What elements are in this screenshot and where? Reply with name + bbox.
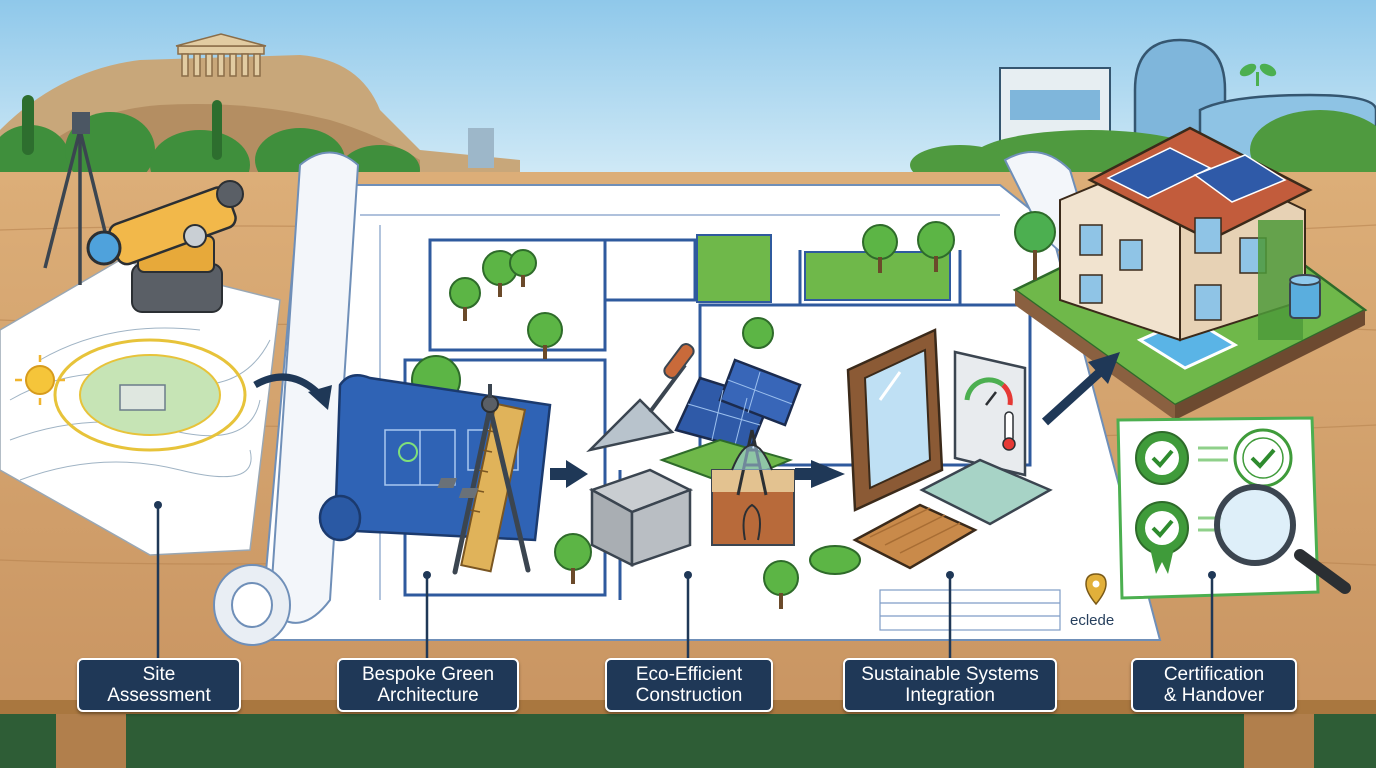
- site-survey-map: [0, 259, 281, 556]
- step-label-line1: Eco-Efficient: [635, 664, 743, 685]
- magnifier-icon: [1214, 484, 1351, 594]
- concrete-block-icon: [437, 468, 694, 568]
- sprout-icon: [1239, 63, 1277, 86]
- blueprint-trees: [411, 221, 955, 609]
- step-label-site-assessment: Site Assessment: [77, 658, 241, 712]
- step-label-certification-handover: Certification & Handover: [1131, 658, 1297, 712]
- step-label-line1: Certification: [1163, 664, 1265, 685]
- certificate-magnifier-icon: [1116, 416, 1351, 600]
- step-label-line2: & Handover: [1163, 685, 1265, 706]
- surveyor-level-icon: [43, 112, 244, 313]
- step-label-line2: Assessment: [107, 685, 211, 706]
- step-label-line2: Architecture: [377, 685, 479, 706]
- step-label-line1: Site: [142, 664, 176, 685]
- step-label-bespoke-green-architecture: Bespoke Green Architecture: [337, 658, 519, 712]
- sun-icon: [15, 355, 65, 405]
- step-label-eco-efficient-construction: Eco-Efficient Construction: [605, 658, 773, 712]
- materials-solar-icon: [437, 343, 802, 568]
- step-label-line1: Sustainable Systems: [861, 664, 1039, 685]
- eco-house-icon: [1012, 126, 1368, 420]
- badge-check-icon: [1135, 501, 1189, 574]
- rooftop-solar-icon: [1106, 147, 1287, 203]
- step-label-line2: Integration: [905, 685, 995, 706]
- stamp-check-icon: [1233, 428, 1293, 488]
- parthenon-icon: [175, 33, 267, 77]
- label-connectors: [154, 501, 1216, 660]
- step-label-line2: Construction: [635, 685, 743, 706]
- location-pin-icon: [1085, 573, 1107, 606]
- step-label-line1: Bespoke Green: [361, 664, 495, 685]
- flow-arrows: [253, 352, 1120, 488]
- step-label-sustainable-systems-integration: Sustainable Systems Integration: [843, 658, 1057, 712]
- blueprint-compass-icon: [318, 373, 552, 575]
- brand-name: eclede: [1070, 612, 1115, 629]
- badge-check-icon: [1135, 431, 1189, 485]
- window-thermostat-icon: [846, 328, 1053, 570]
- solar-panel-icon: [674, 358, 802, 452]
